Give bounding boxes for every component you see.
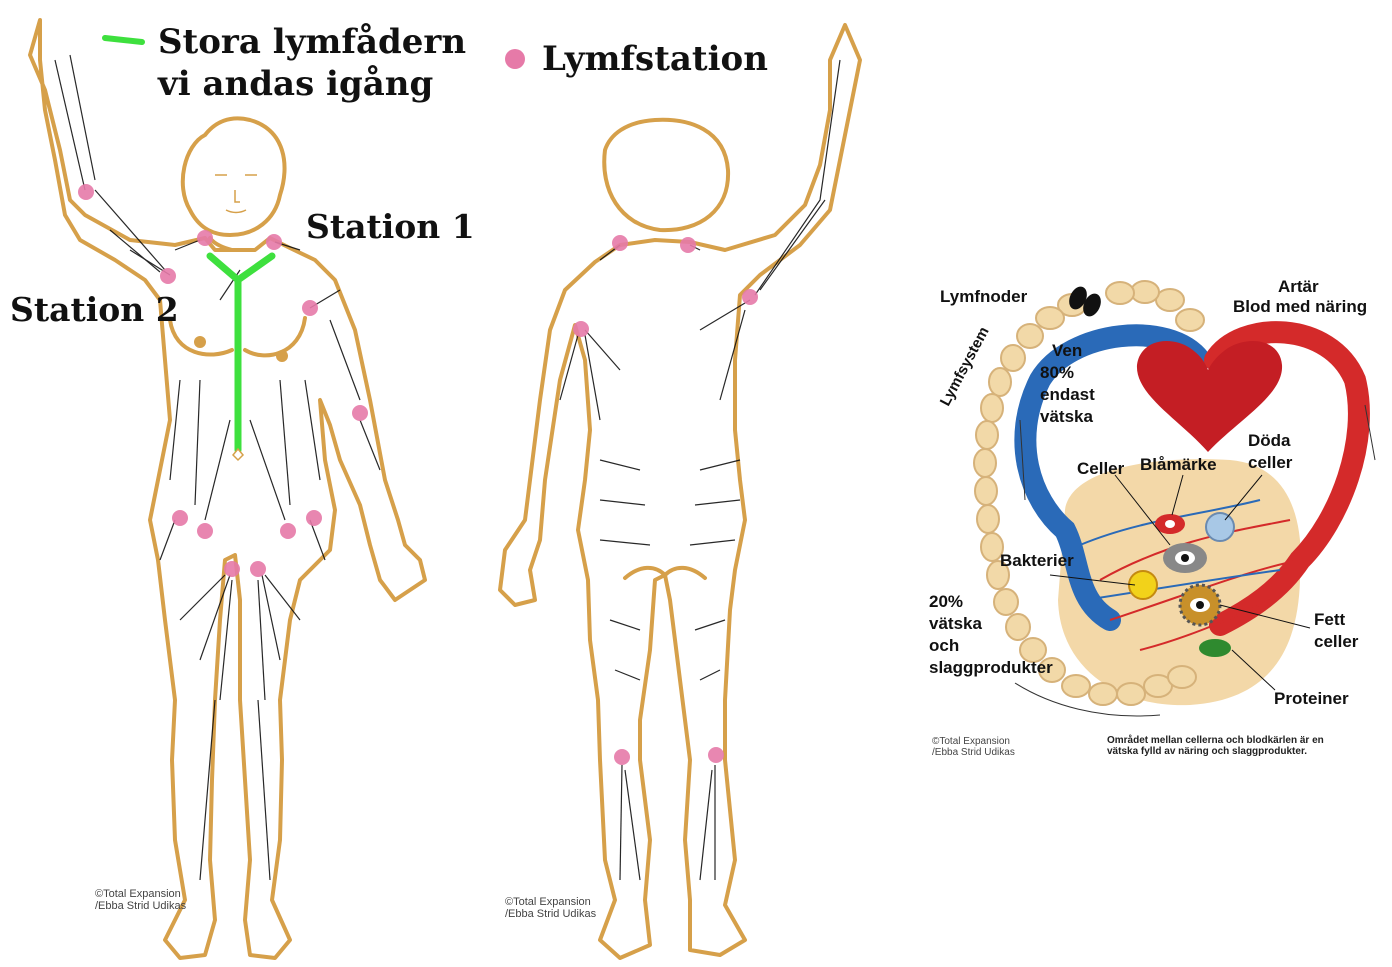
front-credit-line2: /Ebba Strid Udikas (95, 900, 186, 912)
ven-label-line1: Ven (1052, 340, 1082, 362)
proteiner-label: Proteiner (1274, 688, 1349, 710)
legend-main-vessel-line2: vi andas igång (158, 62, 433, 106)
ven-label-line4: vätska (1040, 406, 1093, 428)
artar-label-line2: Blod med näring (1233, 296, 1367, 318)
front-credit-line1: ©Total Expansion (95, 888, 181, 900)
blamarke-label: Blåmärke (1140, 454, 1217, 476)
circulation-credit-line1: ©Total Expansion (932, 736, 1010, 747)
back-credit-line1: ©Total Expansion (505, 896, 591, 908)
circulation-credit-line2: /Ebba Strid Udikas (932, 747, 1015, 758)
artar-label-line1: Artär (1278, 276, 1319, 298)
doda-celler-line2: celler (1248, 452, 1292, 474)
bakterier-label: Bakterier (1000, 550, 1074, 572)
circulation-caption-line1: Området mellan cellerna och blodkärlen ä… (1107, 735, 1324, 746)
ven-label-line3: endast (1040, 384, 1095, 406)
pct-label-line4: slaggprodukter (929, 657, 1053, 679)
pct-label-line2: vätska (929, 613, 982, 635)
lymfnoder-label: Lymfnoder (940, 286, 1027, 308)
fett-celler-line1: Fett (1314, 609, 1345, 631)
ven-label-line2: 80% (1040, 362, 1074, 384)
back-credit-line2: /Ebba Strid Udikas (505, 908, 596, 920)
pct-label-line1: 20% (929, 591, 963, 613)
pct-label-line3: och (929, 635, 959, 657)
fett-celler-line2: celler (1314, 631, 1358, 653)
legend-station-label: Lymfstation (542, 37, 768, 81)
station-2-label: Station 2 (10, 289, 179, 331)
celler-label: Celler (1077, 458, 1124, 480)
circulation-caption-line2: vätska fylld av näring och slaggprodukte… (1107, 746, 1307, 757)
station-1-label: Station 1 (306, 206, 475, 248)
doda-celler-line1: Döda (1248, 430, 1291, 452)
legend-main-vessel-line1: Stora lymfådern (158, 20, 466, 64)
